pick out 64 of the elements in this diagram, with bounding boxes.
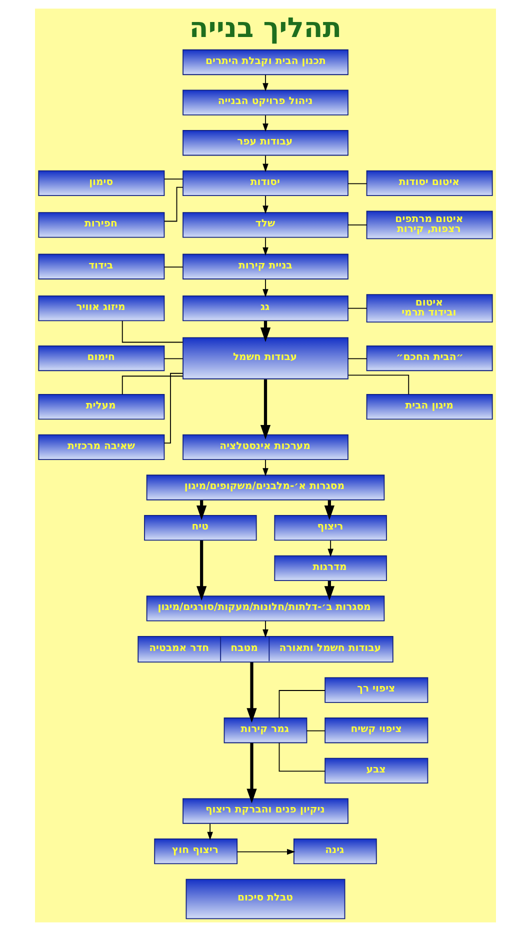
node-box: בידוד: [38, 254, 165, 280]
arrow: [260, 379, 271, 440]
arrow: [328, 540, 334, 557]
node-box: גמר קירות: [224, 718, 308, 744]
node-box: מעלית: [38, 394, 165, 420]
arrow: [262, 155, 268, 172]
arrow: [246, 742, 257, 804]
node-box: ניקיון פנים והברקת ריצוף: [182, 798, 348, 824]
node-box: בניית קירות: [182, 254, 348, 280]
node-box: גינה: [293, 838, 377, 864]
connector: [164, 266, 184, 268]
connector: [348, 183, 368, 184]
node-box: עבודות חשמל: [182, 337, 348, 380]
connector: [348, 308, 368, 309]
node-box: חפירות: [38, 212, 165, 238]
node-box: איטום ובידוד תרמי: [366, 294, 493, 323]
connector: [122, 320, 184, 343]
connector: [348, 224, 368, 226]
arrow: [207, 823, 213, 840]
node-box: מערכות אינסטלציה: [182, 434, 348, 460]
arrow: [262, 114, 268, 132]
connector: [278, 742, 326, 772]
node-box: שלד: [182, 212, 348, 238]
connector: [278, 690, 326, 718]
node-box: ריצוף: [274, 515, 387, 541]
arrow: [262, 237, 268, 256]
node-box: מדרגות: [274, 555, 387, 581]
connector: [164, 178, 184, 180]
node-box: חימום: [38, 345, 165, 372]
node-box: מיגון הבית: [366, 394, 493, 420]
arrow: [236, 848, 296, 855]
node-box: טיח: [144, 515, 257, 541]
arrow: [262, 196, 268, 214]
arrow: [196, 540, 207, 601]
connector: [164, 358, 184, 360]
node-box: תכנון הבית וקבלת היתרים: [182, 49, 348, 76]
node-box: טבלת סיכום: [186, 878, 346, 920]
node-box: איטום מרתפים רצפות, קירות: [366, 210, 493, 240]
connector: [348, 358, 368, 360]
node-box: איטום יסודות: [366, 170, 493, 196]
node-box: מסגרות ב׳-דלתות/חלונות/מעקות/סורגים/מיגון: [146, 596, 385, 622]
node-box: ניהול פרויקט הבנייה: [182, 90, 348, 116]
connector: [348, 374, 410, 395]
diagram-title: תהליך בנייה: [189, 12, 342, 44]
node-box: עבודות עפר: [182, 130, 348, 156]
node-box: מיזוג אוויר: [38, 295, 165, 322]
connector: [306, 730, 326, 732]
arrow: [262, 278, 268, 298]
arrow: [262, 459, 268, 476]
arrow: [262, 74, 268, 92]
node-box: שאיבה מרכזית: [38, 434, 165, 460]
node-box: גג: [182, 295, 348, 322]
connector: [122, 376, 184, 395]
node-box: מסגרות א׳-מלבנים/משקופים/מיגון: [146, 474, 385, 500]
node-box: צבע: [324, 758, 428, 784]
node-box: ריצוף חוץ: [154, 838, 238, 864]
node-box: יסודות: [182, 170, 348, 196]
connector: [164, 372, 184, 444]
node-box: סימון: [38, 170, 165, 196]
arrow: [262, 620, 268, 638]
arrow: [246, 662, 257, 723]
node-box: ציפוי רך: [324, 677, 428, 703]
node-box: ״הבית החכם״: [366, 345, 493, 372]
node-box: ציפוי קשיח: [324, 718, 428, 744]
